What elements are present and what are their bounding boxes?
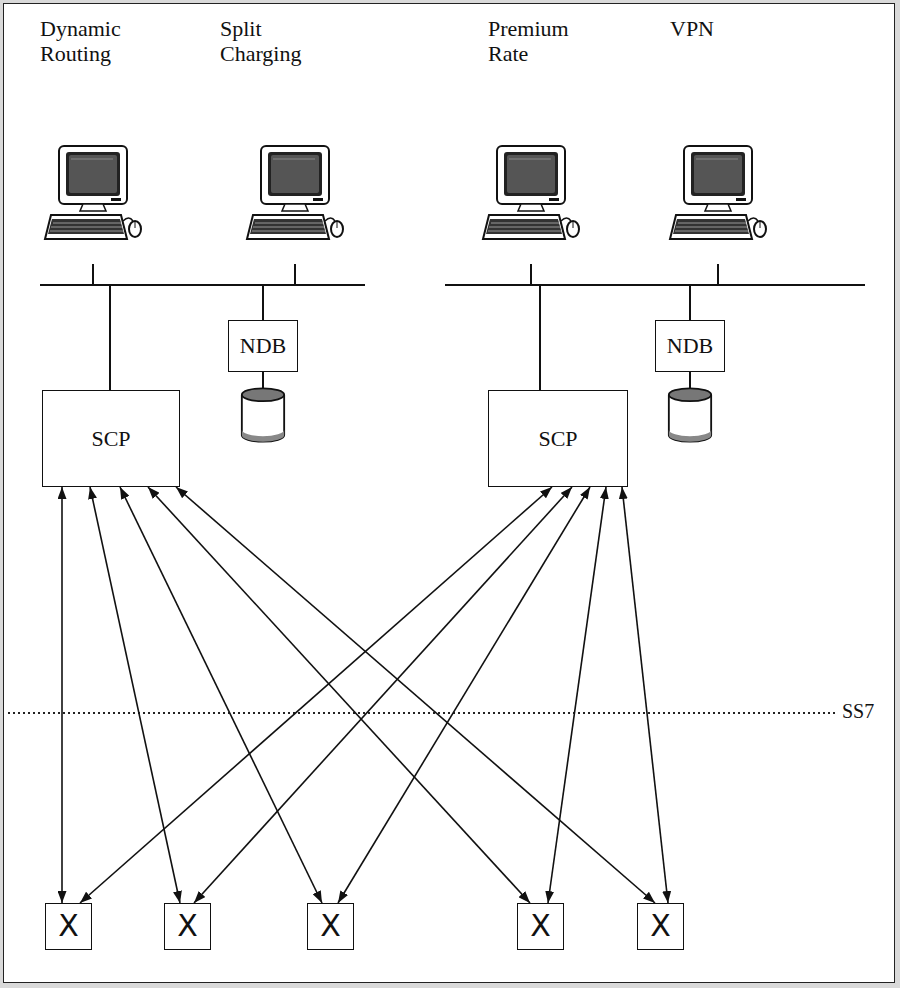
process-box: SCP [488,390,628,487]
signalling-link [548,487,606,903]
bus-tap [109,285,111,392]
workstation: Premium Rate [488,16,600,67]
computer-icon [670,146,766,239]
network-label: SS7 [840,700,876,723]
workstation-label: VPN [670,16,782,41]
process-box: SCP [42,390,180,487]
box-label: X [320,909,341,944]
workstation-label: Premium Rate [488,16,600,67]
workstation: VPN [670,16,782,41]
signalling-link [338,487,590,903]
exchange-switch: X [307,903,354,950]
database-cylinder [242,388,284,441]
bus-tap [294,264,296,285]
workstation-label: Split Charging [220,16,332,67]
bus-tap [262,285,264,322]
workstation: Dynamic Routing [40,16,152,67]
workstation-label: Dynamic Routing [40,16,152,67]
signalling-link [176,487,655,903]
disk-link [689,372,691,388]
exchange-switch: X [164,903,211,950]
signalling-link [194,487,572,903]
box-label: NDB [667,333,713,358]
signalling-link [622,487,668,903]
box-label: NDB [240,333,286,358]
bus-tap [689,285,691,322]
workstation: Split Charging [220,16,332,67]
exchange-switch: X [517,903,564,950]
computer-icon [483,146,579,239]
computer-icon [247,146,343,239]
signalling-link [80,487,552,903]
disk-link [262,372,264,388]
bus-tap [717,264,719,285]
exchange-switch: X [45,903,92,950]
bus-tap [92,264,94,285]
process-box: NDB [228,320,298,372]
figure-frame [3,3,895,983]
box-label: X [650,909,671,944]
computer-icon [45,146,141,239]
process-box: NDB [655,320,725,372]
bus-tap [530,264,532,285]
box-label: X [177,909,198,944]
database-cylinder [669,388,711,441]
box-label: X [530,909,551,944]
ss7-boundary [8,712,838,714]
exchange-switch: X [637,903,684,950]
box-label: X [58,909,79,944]
box-label: SCP [91,426,130,451]
lan-bus [445,284,865,286]
lan-bus [40,284,365,286]
signalling-link [61,487,63,903]
signalling-link [148,487,530,903]
signalling-link [90,487,180,903]
bus-tap [539,285,541,392]
box-label: SCP [538,426,577,451]
